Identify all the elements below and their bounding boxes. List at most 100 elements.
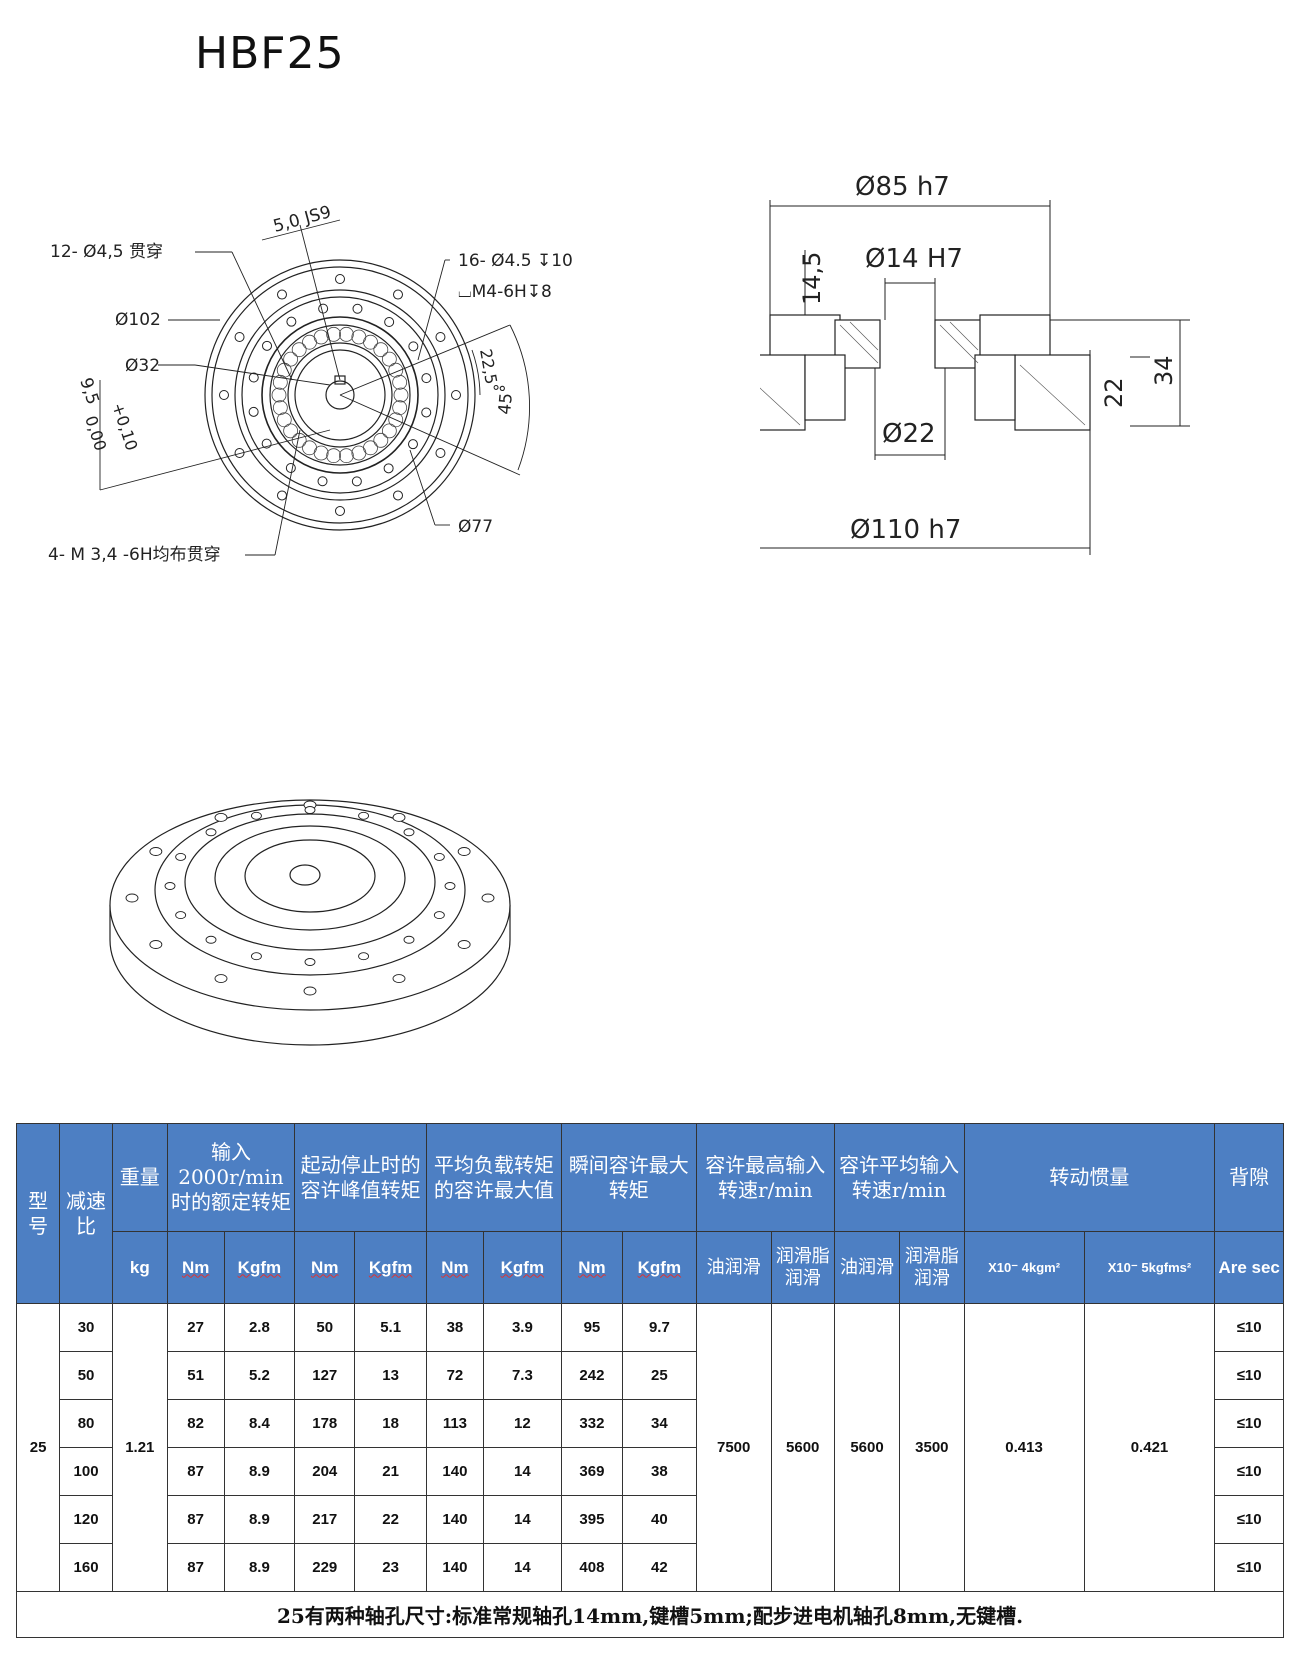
cell-backlash: ≤10	[1214, 1399, 1284, 1448]
cell-peak-kgfm: 21	[354, 1447, 427, 1496]
cell-backlash: ≤10	[1214, 1447, 1284, 1496]
cell-mom-nm: 395	[560, 1495, 623, 1544]
dim-34: 34	[1150, 355, 1178, 386]
cell-peak-nm: 127	[294, 1351, 356, 1400]
bolt-hole	[444, 882, 456, 890]
roller	[388, 362, 404, 378]
cell-rated-nm: 27	[166, 1303, 225, 1352]
cell-inertia-kgfms2: 0.421	[1083, 1303, 1216, 1592]
callout-16holes: 16- Ø4.5 ↧10	[458, 251, 573, 271]
cell-avg-nm: 140	[425, 1495, 484, 1544]
bolt-hole	[358, 952, 370, 961]
header-avg-input-speed: 容许平均输入转速r/min	[833, 1123, 965, 1232]
roller	[302, 440, 317, 456]
header-inertia: 转动惯量	[963, 1123, 1216, 1232]
bolt-hole	[392, 974, 406, 983]
dim-22: 22	[1100, 377, 1128, 408]
unit-nm: Nm	[181, 1257, 210, 1277]
bolt-hole	[175, 911, 187, 920]
bolt-hole	[175, 852, 187, 861]
unit-kgfm: Kgfm	[500, 1257, 545, 1277]
bolt-hole	[433, 911, 445, 920]
cell-avg-kgfm: 7.3	[482, 1351, 562, 1400]
angle-45: 45°	[495, 384, 518, 416]
cell-weight: 1.21	[111, 1303, 168, 1592]
callout-d32: Ø32	[125, 356, 160, 376]
unit-inertia-kgm2: X10⁻ 4kgm²	[963, 1231, 1085, 1304]
roller	[272, 400, 288, 416]
cell-rated-kgfm: 8.9	[223, 1447, 296, 1496]
bolt-hole	[205, 935, 217, 944]
bolt-hole	[125, 893, 139, 903]
dim-d14: Ø14 H7	[865, 244, 963, 274]
cell-peak-nm: 217	[294, 1495, 356, 1544]
header-ratio: 减速比	[59, 1123, 113, 1304]
bolt-hole	[303, 986, 317, 996]
cell-rated-nm: 87	[166, 1543, 225, 1592]
bolt-hole	[384, 317, 395, 328]
cell-peak-nm: 229	[294, 1543, 356, 1592]
bolt-hole	[351, 476, 362, 487]
bolt-hole	[433, 852, 445, 861]
cell-rated-nm: 51	[166, 1351, 225, 1400]
cell-ratio: 30	[59, 1303, 113, 1352]
cell-avg-kgfm: 3.9	[482, 1303, 562, 1352]
bolt-hole	[335, 506, 345, 516]
roller	[326, 448, 342, 464]
roller	[291, 342, 307, 358]
bolt-hole	[149, 940, 163, 949]
roller	[338, 326, 354, 342]
bolt-hole	[451, 390, 461, 400]
cell-mom-kgfm: 40	[621, 1495, 697, 1544]
cell-avg-kgfm: 14	[482, 1447, 562, 1496]
table-footnote: 25有两种轴孔尺寸:标准常规轴孔14mm,键槽5mm;配步进电机轴孔8mm,无键…	[16, 1591, 1284, 1638]
callout-through-holes: 12- Ø4,5 贯穿	[50, 242, 163, 262]
cell-mom-nm: 332	[560, 1399, 623, 1448]
cell-mom-nm: 95	[560, 1303, 623, 1352]
bolt-hole	[234, 448, 245, 458]
bolt-hole	[318, 303, 329, 314]
page-title: HBF25	[195, 28, 345, 79]
cell-max-speed-oil: 7500	[695, 1303, 772, 1592]
bolt-hole	[250, 952, 262, 961]
bolt-hole	[205, 828, 217, 837]
cell-peak-kgfm: 23	[354, 1543, 427, 1592]
cell-mom-kgfm: 25	[621, 1351, 697, 1400]
cell-backlash: ≤10	[1214, 1495, 1284, 1544]
cell-peak-kgfm: 18	[354, 1399, 427, 1448]
roller	[326, 326, 342, 342]
cell-mom-nm: 408	[560, 1543, 623, 1592]
bolt-hole	[164, 882, 176, 890]
cell-mom-nm: 242	[560, 1351, 623, 1400]
unit-kg: kg	[111, 1231, 168, 1304]
bolt-hole	[393, 289, 403, 300]
cell-peak-kgfm: 22	[354, 1495, 427, 1544]
cell-avg-nm: 113	[425, 1399, 484, 1448]
bolt-hole	[408, 341, 419, 352]
bolt-hole	[304, 806, 316, 814]
bolt-hole	[435, 448, 446, 458]
roller	[276, 412, 292, 428]
keyway-dim: 5,0 JS9	[271, 202, 333, 237]
cell-ratio: 50	[59, 1351, 113, 1400]
cell-avg-nm: 140	[425, 1447, 484, 1496]
cell-avg-nm: 140	[425, 1543, 484, 1592]
bolt-hole	[277, 289, 287, 300]
bolt-hole	[317, 476, 328, 487]
header-momentary-torque: 瞬间容许最大转矩	[560, 1123, 697, 1232]
cell-peak-kgfm: 5.1	[354, 1303, 427, 1352]
cell-rated-nm: 87	[166, 1447, 225, 1496]
bolt-hole	[435, 332, 446, 342]
cell-rated-kgfm: 2.8	[223, 1303, 296, 1352]
roller	[373, 342, 389, 358]
roller	[393, 387, 409, 403]
roller	[338, 448, 354, 464]
bolt-hole	[248, 406, 259, 417]
bolt-hole	[250, 811, 262, 820]
dim-14-5: 14,5	[798, 252, 826, 305]
